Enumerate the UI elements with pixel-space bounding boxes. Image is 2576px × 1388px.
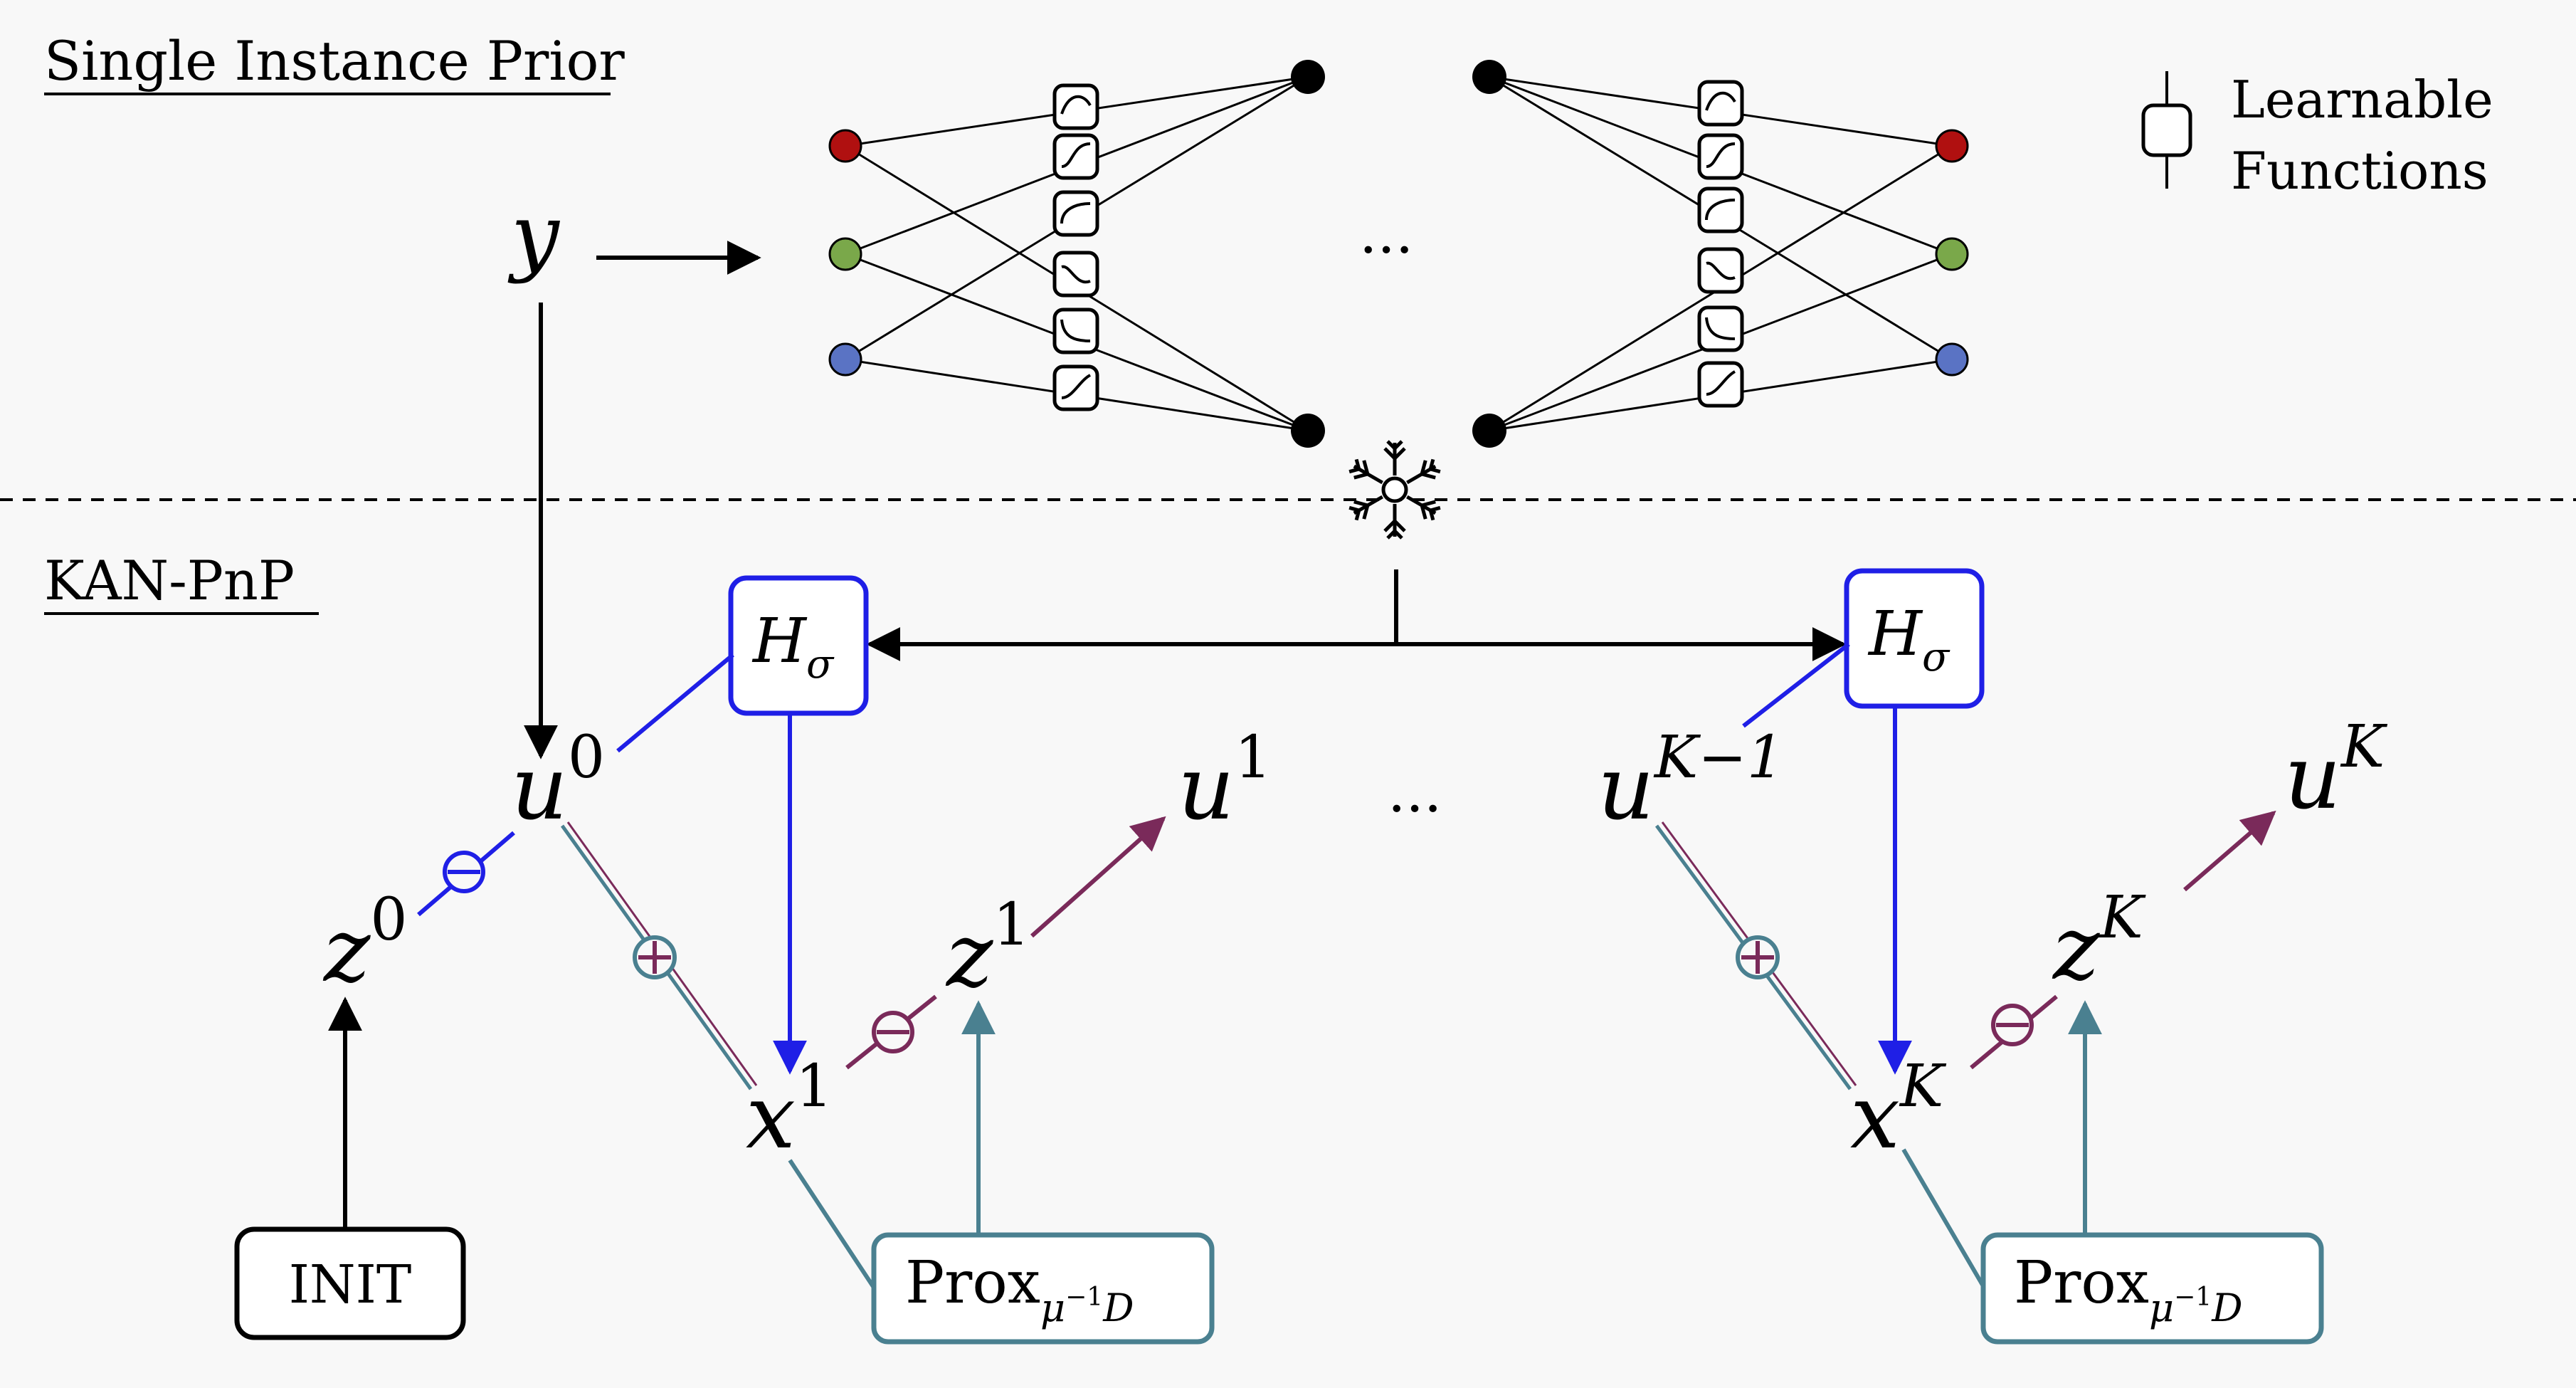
minus-icon-purple-left	[872, 1011, 914, 1053]
legend-line1: Learnable	[2231, 70, 2493, 130]
input-y: y	[507, 186, 561, 285]
h-sigma-main: H	[1867, 599, 1923, 670]
learnable-function-icon	[1052, 83, 1099, 130]
prox-main: Prox	[905, 1249, 1040, 1317]
prox-sub2: D	[2211, 1286, 2242, 1330]
learnable-function-icon	[1697, 133, 1744, 180]
learnable-function-icon	[1697, 247, 1744, 294]
activation-curve	[1705, 199, 1736, 221]
h-sigma-sub: σ	[1922, 634, 1951, 680]
var-x1: x1	[746, 1053, 833, 1169]
init-label: INIT	[289, 1254, 412, 1315]
var-z0: z0	[322, 886, 408, 1002]
h-sigma-box-right: Hσ	[1844, 568, 1985, 709]
var-uKm1: uK−1	[1598, 724, 1784, 840]
activation-curve	[1705, 91, 1736, 111]
prox-sub2: D	[1102, 1286, 1134, 1330]
var-zK: zK	[2052, 884, 2146, 1000]
prox-main: Prox	[2014, 1249, 2149, 1317]
plus-icon-teal-right	[1736, 935, 1780, 979]
hidden-node	[1291, 60, 1325, 94]
h-sigma-sub: σ	[806, 641, 835, 688]
h-sigma-box-left: Hσ	[728, 575, 869, 716]
activation-curve	[1060, 202, 1091, 224]
activation-curve	[1060, 95, 1092, 115]
plus-icon-teal-left	[633, 935, 677, 979]
learnable-function-icon	[1697, 305, 1744, 352]
var-uK: uK	[2284, 713, 2388, 829]
legend-line2: Functions	[2231, 141, 2488, 201]
uKm1-to-h-line	[1742, 642, 1850, 728]
activation-curve	[1060, 319, 1091, 342]
var-u1: u1	[1178, 724, 1272, 840]
pnp-ellipsis: ...	[1388, 759, 1442, 825]
prox-box-left: Proxμ−1D	[871, 1232, 1215, 1345]
svg-text:Hσ: Hσ	[751, 606, 835, 688]
minus-icon-purple-right	[1991, 1004, 2034, 1046]
output-node	[1935, 237, 1969, 271]
kan-network	[828, 60, 1969, 448]
learnable-function-icon	[1697, 80, 1744, 127]
activation-curve	[1706, 142, 1736, 168]
prox-sup: −1	[2174, 1283, 2212, 1312]
learnable-function-icon	[1697, 186, 1744, 233]
zK-to-uK-arrow	[2183, 810, 2276, 892]
learnable-function-icon	[1052, 307, 1099, 354]
activation-curve	[1061, 374, 1092, 399]
svg-text:Hσ: Hσ	[1867, 599, 1951, 680]
prox-sub: μ	[1040, 1286, 1065, 1330]
init-box: INIT	[234, 1226, 466, 1340]
legend: Learnable Functions	[2141, 70, 2493, 201]
hidden-node	[1291, 414, 1325, 448]
prox-sup: −1	[1065, 1283, 1103, 1312]
input-node	[828, 237, 862, 271]
learnable-function-icon	[1052, 190, 1099, 237]
hidden-node	[1472, 60, 1506, 94]
learnable-function-icon	[1052, 133, 1099, 180]
svg-text:Proxμ−1D: Proxμ−1D	[2014, 1249, 2242, 1330]
input-node	[828, 129, 862, 163]
z1-to-u1-arrow	[1030, 816, 1166, 938]
svg-text:Proxμ−1D: Proxμ−1D	[905, 1249, 1134, 1330]
network-ellipsis: ...	[1359, 200, 1413, 266]
activation-curve	[1061, 265, 1091, 284]
prox-box-right: Proxμ−1D	[1980, 1232, 2324, 1345]
snowflake-icon	[1348, 440, 1442, 538]
activation-curve	[1705, 317, 1736, 340]
minus-icon-blue	[443, 851, 485, 893]
var-z1: z1	[945, 891, 1030, 1007]
activation-curve	[1706, 370, 1736, 396]
prior-section-title: Single Instance Prior	[44, 29, 625, 93]
activation-curve	[1061, 142, 1091, 168]
learnable-function-icon	[2141, 103, 2192, 157]
prox-sub: μ	[2149, 1286, 2174, 1330]
input-node	[828, 342, 862, 377]
var-xK: xK	[1850, 1053, 1947, 1169]
output-node	[1935, 129, 1969, 163]
h-sigma-main: H	[751, 606, 808, 677]
pnp-section-title: KAN-PnP	[44, 549, 295, 612]
u0-to-h-line	[616, 653, 734, 753]
learnable-function-icon	[1052, 251, 1099, 298]
var-u0: u0	[511, 724, 605, 840]
hidden-node	[1472, 414, 1506, 448]
xK-to-prox-line	[1901, 1148, 1988, 1291]
x1-to-prox-line	[788, 1159, 877, 1291]
activation-curve	[1706, 261, 1736, 280]
output-node	[1935, 342, 1969, 377]
